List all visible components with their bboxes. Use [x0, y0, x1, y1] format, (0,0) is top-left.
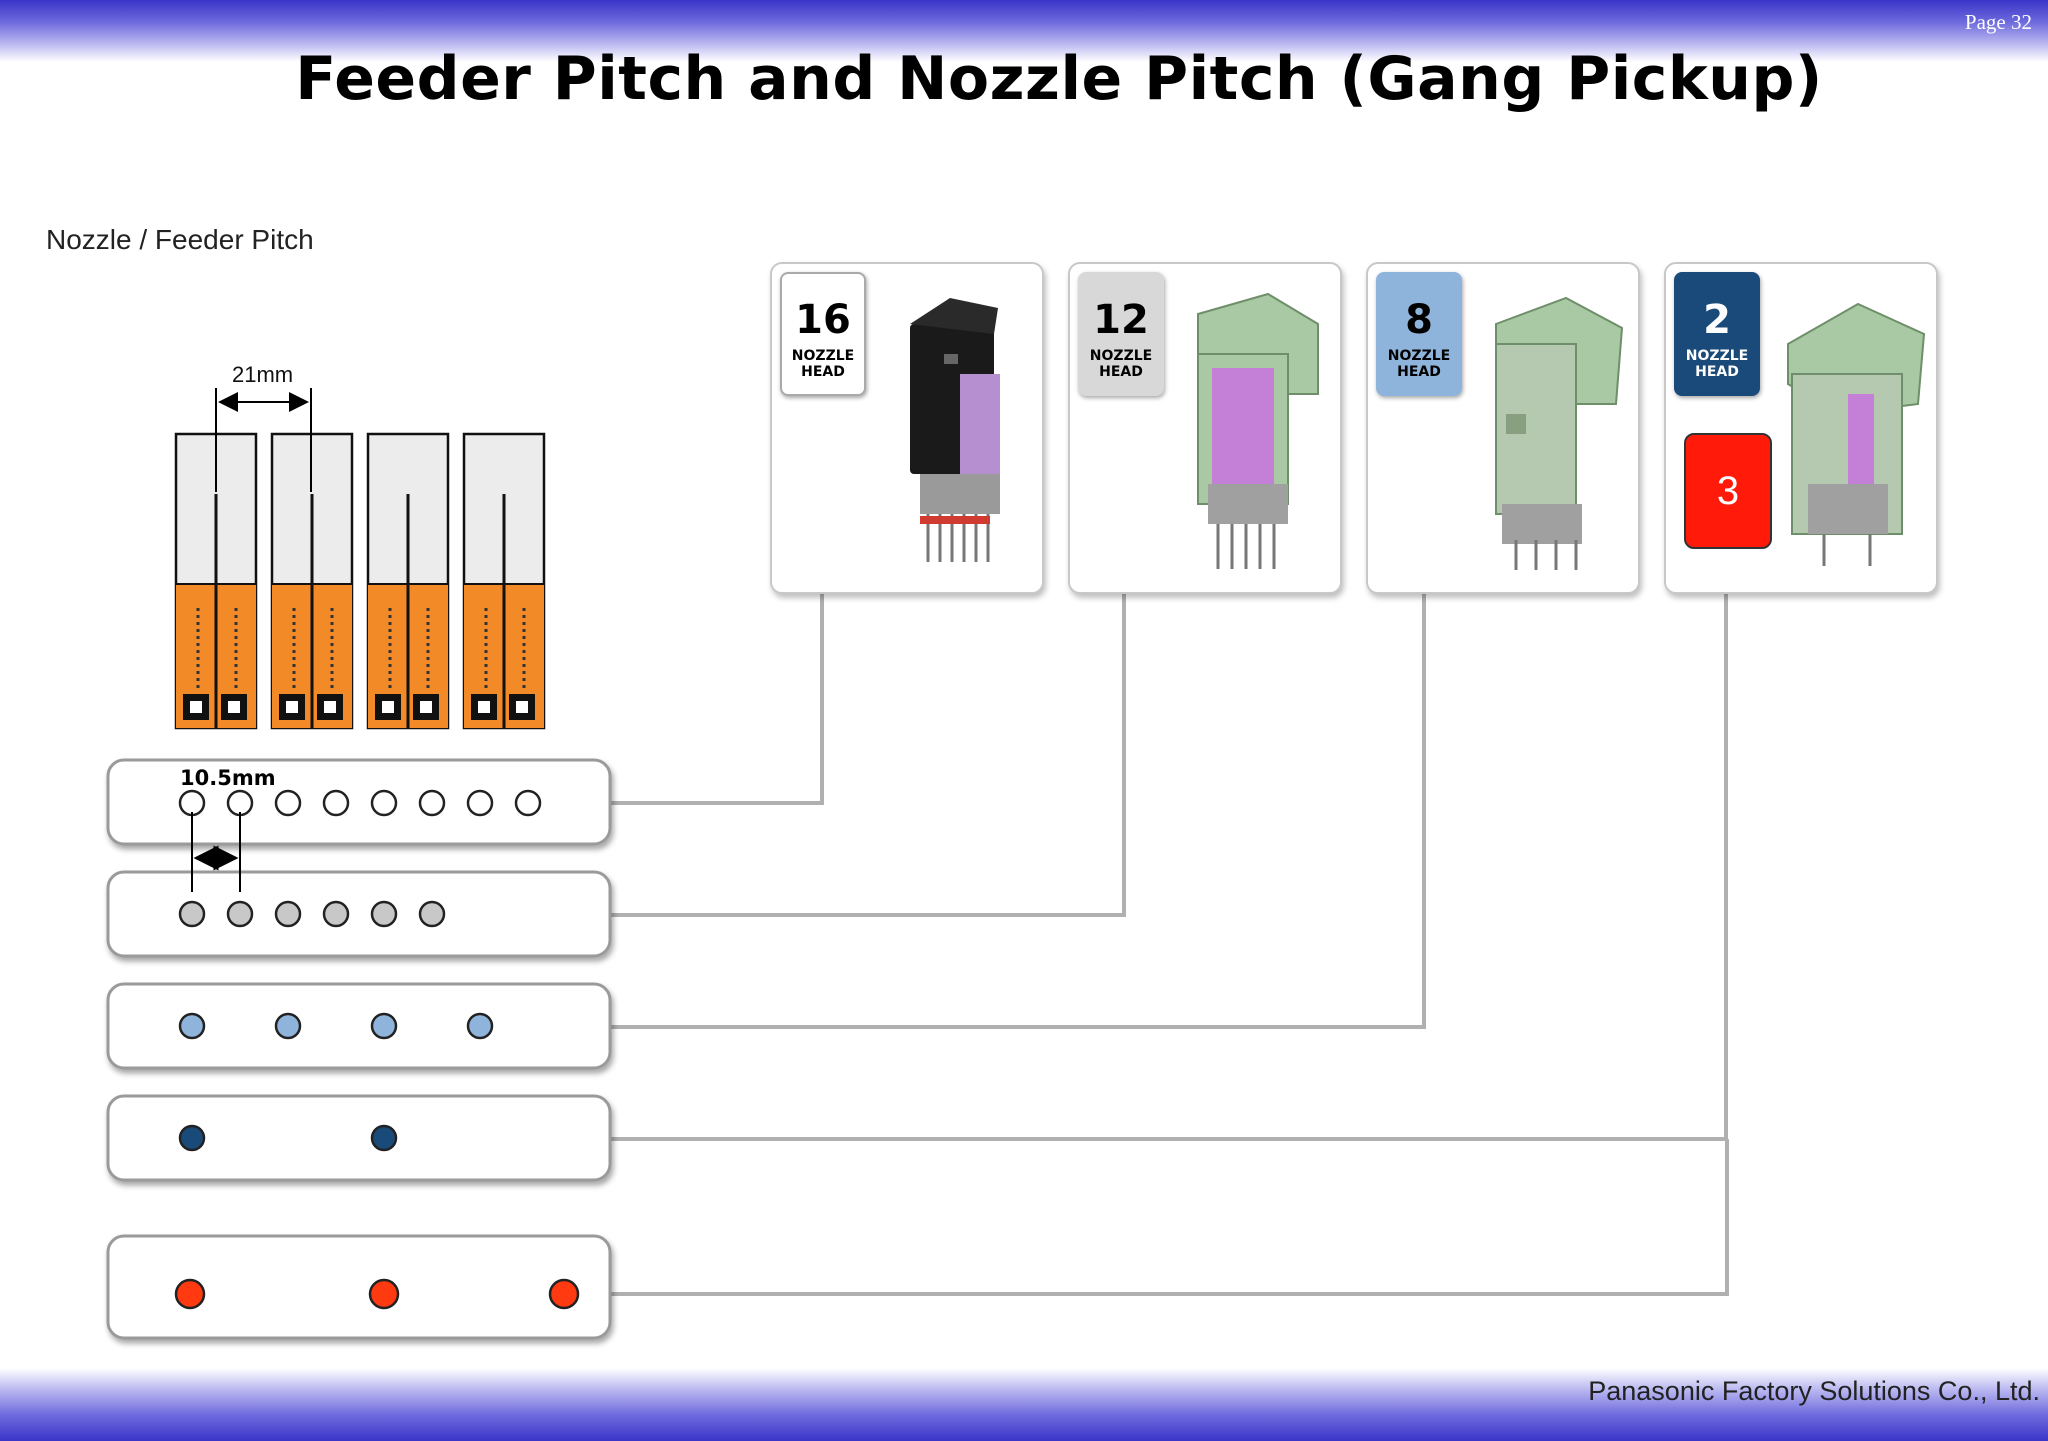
- head-label-line2: HEAD: [1695, 364, 1739, 380]
- nozzle-2-2: [226, 900, 254, 928]
- nozzle-1-1: [178, 789, 206, 817]
- nozzle-5-3: [548, 1278, 580, 1310]
- feeder-pitch-dimension: 21mm: [215, 362, 312, 492]
- head-badge-16: 16 NOZZLE HEAD: [780, 272, 866, 396]
- nozzle-row-5: [106, 1234, 612, 1340]
- head-card-12: 12 NOZZLE HEAD: [1068, 262, 1342, 594]
- nozzle-1-7: [466, 789, 494, 817]
- head-badge-12: 12 NOZZLE HEAD: [1078, 272, 1164, 396]
- nozzle-2-4: [322, 900, 350, 928]
- nozzle-1-8: [514, 789, 542, 817]
- head-badge-2: 2 NOZZLE HEAD: [1674, 272, 1760, 396]
- nozzle-3-2: [274, 1012, 302, 1040]
- head-label-line1: NOZZLE: [1089, 348, 1153, 364]
- nozzle-row-2: [106, 870, 612, 958]
- page-title: Feeder Pitch and Nozzle Pitch (Gang Pick…: [295, 44, 1823, 114]
- nozzle-3-1: [178, 1012, 206, 1040]
- head-label-line1: NOZZLE: [791, 348, 855, 364]
- head-badge-8: 8 NOZZLE HEAD: [1376, 272, 1462, 396]
- head-16-machine-image: [910, 298, 1000, 562]
- head-card-8: 8 NOZZLE HEAD: [1366, 262, 1640, 594]
- connector-8: [610, 590, 1426, 1029]
- nozzle-4-1: [178, 1124, 206, 1152]
- page-number: Page 32: [1964, 10, 2032, 34]
- head-8-machine-image: [1495, 296, 1624, 570]
- header-band: [0, 0, 2048, 62]
- nozzle-1-5: [370, 789, 398, 817]
- company-footer: Panasonic Factory Solutions Co., Ltd.: [1588, 1376, 2040, 1406]
- nozzle-rows: [106, 758, 612, 1340]
- feeder-3: [366, 432, 450, 730]
- connector-16: [610, 590, 824, 805]
- nozzle-row-1: [106, 758, 612, 846]
- feeder-group: [174, 432, 546, 730]
- head-label-line2: HEAD: [801, 364, 845, 380]
- connector-3: [610, 1139, 1729, 1296]
- nozzle-pitch-label: 10.5mm: [180, 766, 276, 790]
- nozzle-1-6: [418, 789, 446, 817]
- nozzle-4-2: [370, 1124, 398, 1152]
- red-marker-3: 3: [1684, 433, 1772, 549]
- nozzle-5-1: [174, 1278, 206, 1310]
- nozzle-2-1: [178, 900, 206, 928]
- nozzle-2-3: [274, 900, 302, 928]
- head-label-line1: NOZZLE: [1685, 348, 1749, 364]
- nozzle-5-2: [368, 1278, 400, 1310]
- footer-band: [0, 1368, 2048, 1441]
- section-label: Nozzle / Feeder Pitch: [46, 224, 314, 255]
- head-number-12: 12: [1093, 297, 1149, 343]
- connector-12: [610, 590, 1126, 917]
- nozzle-row-4: [106, 1094, 612, 1182]
- nozzle-2-6: [418, 900, 446, 928]
- connector-2: [610, 590, 1728, 1141]
- nozzle-1-3: [274, 789, 302, 817]
- nozzle-row-3: [106, 982, 612, 1070]
- head-12-machine-image: [1197, 292, 1319, 569]
- nozzle-1-2: [226, 789, 254, 817]
- head-label-line2: HEAD: [1099, 364, 1143, 380]
- nozzle-3-3: [370, 1012, 398, 1040]
- head-number-16: 16: [795, 297, 851, 343]
- nozzle-2-5: [370, 900, 398, 928]
- head-label-line2: HEAD: [1397, 364, 1441, 380]
- connector-lines: [610, 590, 1729, 1296]
- nozzle-3-4: [466, 1012, 494, 1040]
- nozzle-1-4: [322, 789, 350, 817]
- feeder-4: [462, 432, 546, 730]
- head-label-line1: NOZZLE: [1387, 348, 1451, 364]
- head-2-machine-image: [1787, 302, 1926, 566]
- head-card-16: 16 NOZZLE HEAD: [770, 262, 1044, 594]
- feeder-pitch-label: 21mm: [232, 362, 293, 387]
- nozzle-pitch-dimension: 10.5mm: [180, 766, 276, 892]
- head-number-2: 2: [1703, 297, 1731, 343]
- head-number-8: 8: [1405, 297, 1433, 343]
